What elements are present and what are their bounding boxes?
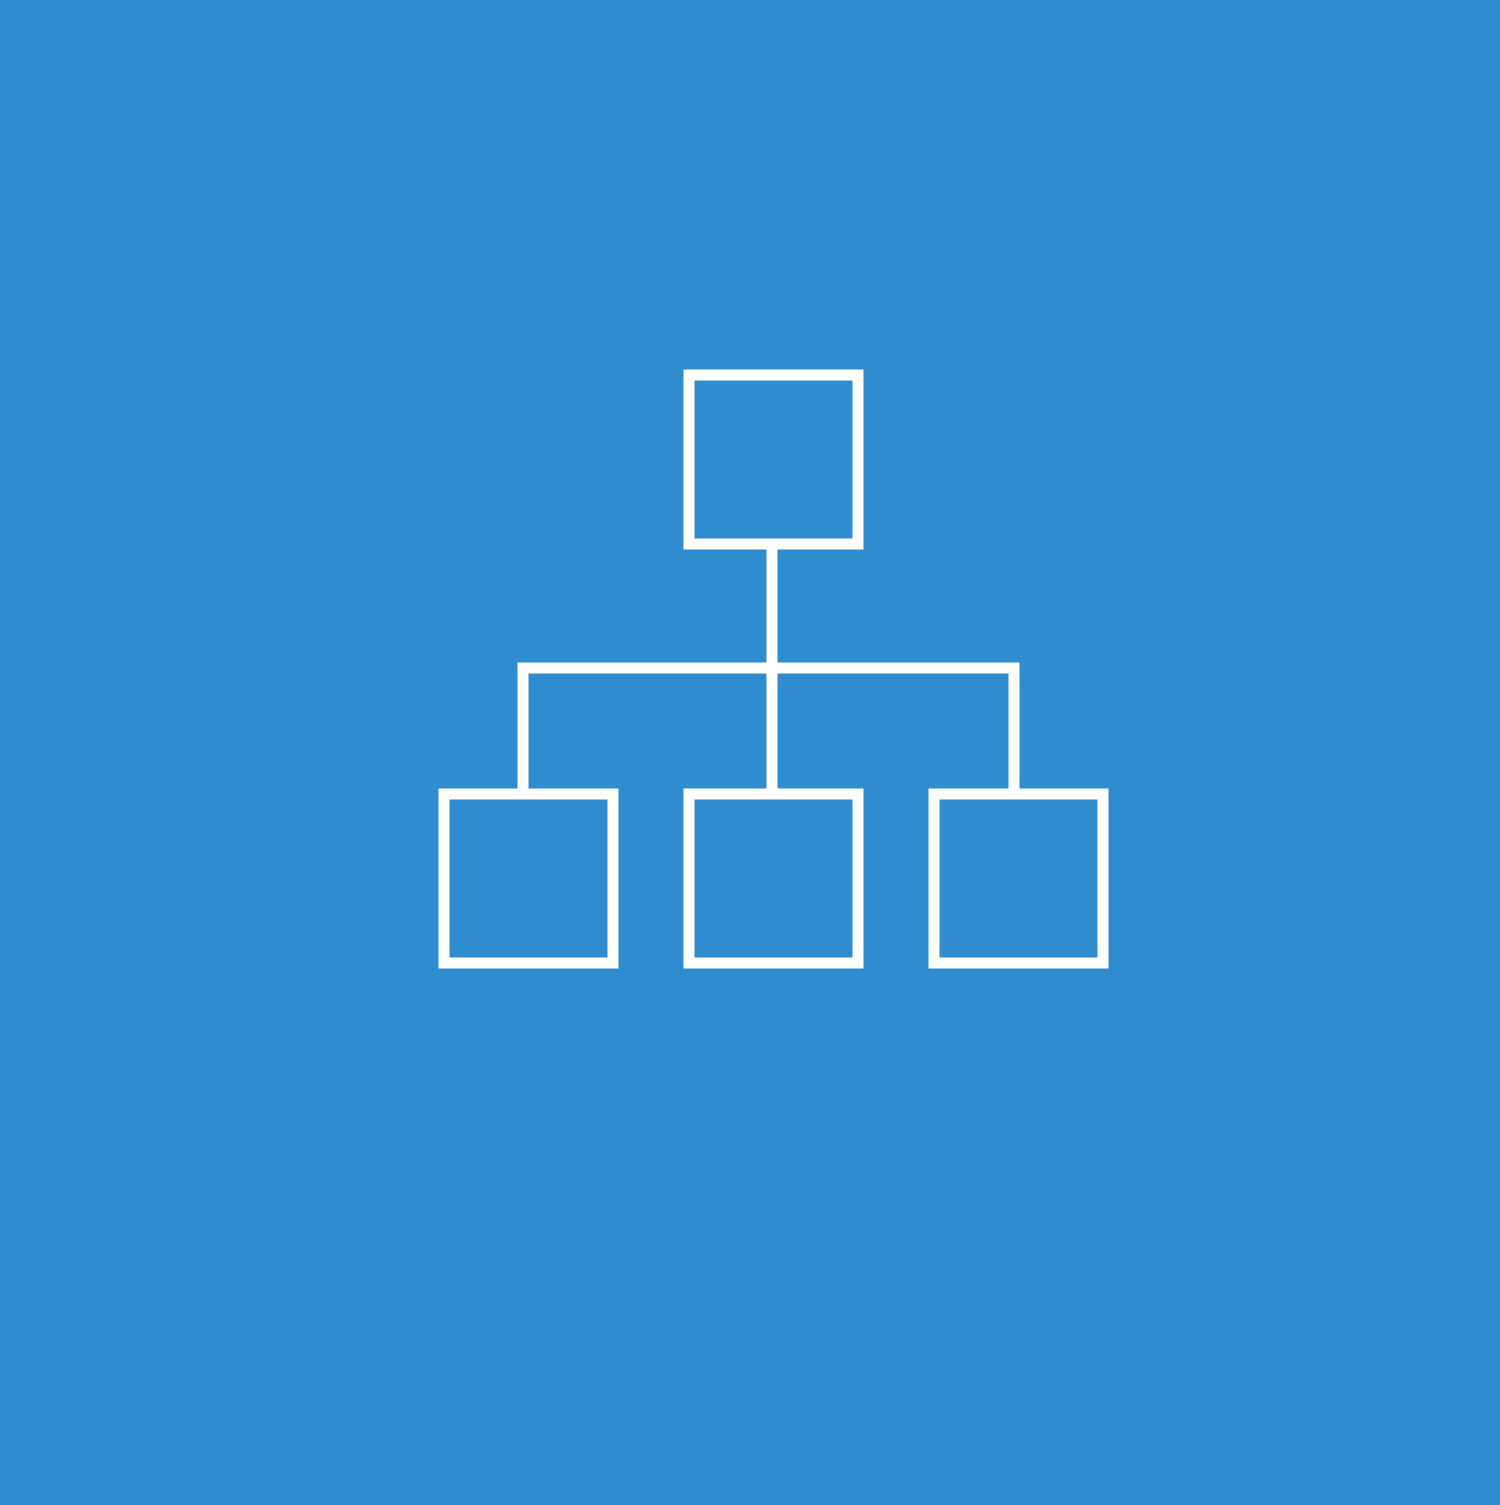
child-node-box-left — [438, 788, 619, 969]
child-node-box-center — [683, 788, 864, 969]
child-node-box-right — [928, 788, 1109, 969]
horizontal-connector — [517, 662, 1020, 794]
